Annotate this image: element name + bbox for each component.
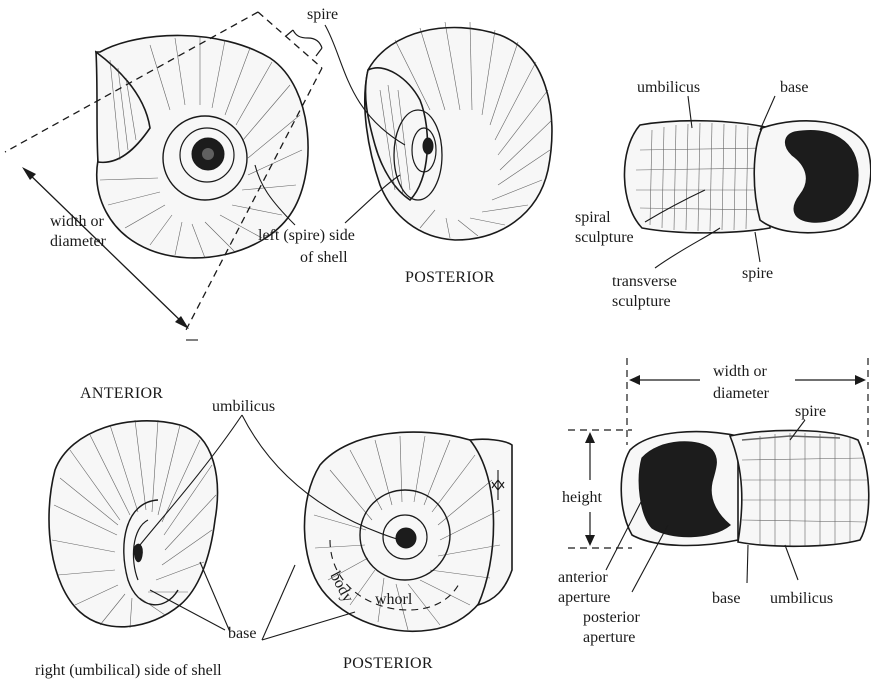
- label-base-bottom: base: [228, 625, 256, 642]
- label-spire-top: spire: [307, 6, 338, 23]
- label-base-br: base: [712, 590, 740, 607]
- label-spiral-2: sculpture: [575, 229, 634, 246]
- label-diameter-top: diameter: [50, 233, 107, 250]
- label-spire-mid: spire: [742, 265, 773, 282]
- label-height: height: [562, 489, 603, 506]
- label-umbilicus-br: umbilicus: [770, 590, 833, 607]
- label-base-top: base: [780, 79, 808, 96]
- label-anterior-ap-1: anterior: [558, 569, 608, 586]
- label-umbilicus-mid: umbilicus: [212, 398, 275, 415]
- label-whorl: whorl: [375, 591, 413, 608]
- label-diameter-bottom: diameter: [713, 385, 770, 402]
- label-transverse-2: sculpture: [612, 293, 671, 310]
- shell-bottom-right-end-view: [621, 430, 869, 546]
- label-posterior-ap-1: posterior: [583, 609, 641, 626]
- shell-bottom-left-umbilical-view: [49, 420, 217, 628]
- shell-top-middle-side-view: [365, 22, 552, 240]
- orientation-posterior-bottom: POSTERIOR: [343, 655, 433, 672]
- label-right-side: right (umbilical) side of shell: [35, 662, 222, 679]
- label-width-or-top: width or: [50, 213, 104, 230]
- label-anterior-ap-2: aperture: [558, 589, 610, 606]
- orientation-posterior-top: POSTERIOR: [405, 269, 495, 286]
- label-posterior-ap-2: aperture: [583, 629, 635, 646]
- shell-top-right-end-view: [624, 121, 870, 233]
- label-transverse-1: transverse: [612, 273, 677, 290]
- label-width-or-bottom: width or: [713, 363, 767, 380]
- label-spire-bottom: spire: [795, 403, 826, 420]
- orientation-anterior: ANTERIOR: [80, 385, 163, 402]
- label-left-side-1: left (spire) side: [258, 227, 355, 244]
- shell-top-left-spire-view: [96, 35, 308, 258]
- label-left-side-2: of shell: [300, 249, 348, 266]
- label-spiral-1: spiral: [575, 209, 611, 226]
- label-umbilicus-top: umbilicus: [637, 79, 700, 96]
